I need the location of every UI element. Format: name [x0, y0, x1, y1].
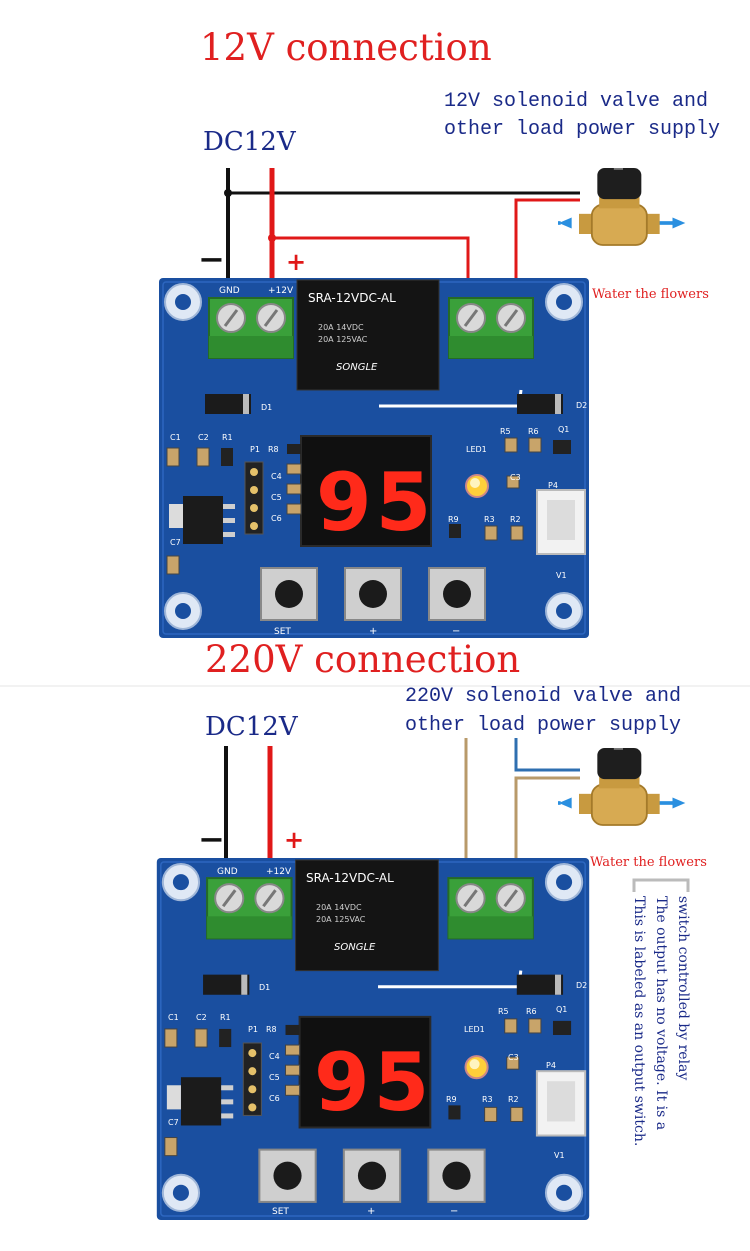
svg-text:R5: R5 [500, 427, 511, 436]
bottom-load-line1: 220V solenoid valve and [405, 685, 681, 708]
svg-text:P4: P4 [548, 481, 558, 490]
svg-text:C1: C1 [168, 1013, 179, 1022]
svg-text:V1: V1 [556, 571, 567, 580]
svg-text:+: + [367, 1206, 375, 1217]
svg-text:R2: R2 [508, 1095, 519, 1104]
svg-text:C7: C7 [168, 1118, 179, 1127]
top-board-labels: GND +12V SRA-12VDC-AL 20A 14VDC 20A 125V… [170, 286, 587, 637]
svg-text:C5: C5 [269, 1073, 280, 1082]
svg-text:D2: D2 [576, 401, 587, 410]
top-load-line2: other load power supply [444, 118, 720, 141]
svg-text:C1: C1 [170, 433, 181, 442]
top-title: 12V connection [200, 26, 492, 69]
svg-text:R6: R6 [528, 427, 539, 436]
svg-text:LED1: LED1 [466, 445, 487, 454]
svg-text:SRA-12VDC-AL: SRA-12VDC-AL [308, 291, 396, 305]
svg-text:R1: R1 [222, 433, 233, 442]
svg-text:R9: R9 [448, 515, 459, 524]
svg-text:R8: R8 [268, 445, 279, 454]
svg-text:+12V: +12V [266, 867, 292, 877]
svg-text:SRA-12VDC-AL: SRA-12VDC-AL [306, 871, 394, 885]
top-plus-sign: + [286, 247, 306, 276]
bottom-power-label: DC12V [205, 712, 299, 742]
svg-text:R5: R5 [498, 1007, 509, 1016]
top-minus-sign: − [198, 240, 225, 278]
svg-text:R9: R9 [446, 1095, 457, 1104]
svg-text:C6: C6 [269, 1094, 280, 1103]
svg-text:V1: V1 [554, 1151, 565, 1160]
bottom-title: 220V connection [205, 638, 520, 681]
svg-text:D1: D1 [261, 403, 272, 412]
svg-text:C2: C2 [196, 1013, 207, 1022]
svg-text:SET: SET [274, 627, 291, 637]
svg-text:C7: C7 [170, 538, 181, 547]
bottom-seven-segment-display: 95 [314, 1036, 433, 1129]
svg-text:D2: D2 [576, 981, 587, 990]
svg-text:20A 14VDC: 20A 14VDC [318, 323, 364, 332]
svg-text:C4: C4 [271, 472, 282, 481]
bottom-solenoid-valve [558, 748, 687, 826]
note-bracket [632, 878, 690, 892]
top-water-label: Water the flowers [592, 287, 709, 302]
svg-text:LED1: LED1 [464, 1025, 485, 1034]
svg-text:C6: C6 [271, 514, 282, 523]
bottom-minus-sign: − [198, 820, 225, 858]
svg-text:20A 125VAC: 20A 125VAC [316, 915, 366, 924]
svg-text:Q1: Q1 [558, 425, 569, 434]
bottom-load-line2: other load power supply [405, 714, 681, 737]
svg-text:C4: C4 [269, 1052, 280, 1061]
note-line-2: The output has no voltage. It is a [653, 896, 669, 1131]
svg-text:SET: SET [272, 1207, 289, 1217]
bottom-board-labels: GND +12V SRA-12VDC-AL 20A 14VDC 20A 125V… [168, 867, 587, 1217]
svg-text:R8: R8 [266, 1025, 277, 1034]
svg-text:P4: P4 [546, 1061, 556, 1070]
bottom-plus-sign: + [284, 825, 304, 854]
top-power-label: DC12V [203, 127, 297, 157]
svg-text:R2: R2 [510, 515, 521, 524]
svg-text:R3: R3 [482, 1095, 493, 1104]
bottom-water-label: Water the flowers [590, 855, 707, 870]
note-line-3: switch controlled by relay [675, 896, 691, 1081]
top-seven-segment-display: 95 [316, 456, 435, 549]
svg-text:C5: C5 [271, 493, 282, 502]
svg-text:P1: P1 [248, 1025, 258, 1034]
svg-text:R6: R6 [526, 1007, 537, 1016]
svg-text:R3: R3 [484, 515, 495, 524]
svg-text:−: − [452, 626, 460, 637]
note-line-1: This is labeled as an output switch. [631, 896, 647, 1147]
svg-text:P1: P1 [250, 445, 260, 454]
svg-text:20A 14VDC: 20A 14VDC [316, 903, 362, 912]
svg-text:GND: GND [219, 286, 240, 296]
svg-text:SONGLE: SONGLE [336, 362, 378, 373]
svg-text:C2: C2 [198, 433, 209, 442]
top-load-line1: 12V solenoid valve and [444, 90, 708, 113]
svg-text:C3: C3 [510, 473, 521, 482]
svg-text:D1: D1 [259, 983, 270, 992]
svg-text:+12V: +12V [268, 286, 294, 296]
svg-text:SONGLE: SONGLE [334, 942, 376, 953]
svg-text:GND: GND [217, 867, 238, 877]
top-solenoid-valve [558, 168, 687, 246]
svg-text:R1: R1 [220, 1013, 231, 1022]
output-switch-note: switch controlled by relay The output ha… [628, 896, 694, 1246]
bottom-wires [224, 738, 580, 880]
svg-text:C3: C3 [508, 1053, 519, 1062]
svg-text:−: − [450, 1206, 458, 1217]
svg-text:+: + [369, 626, 377, 637]
svg-text:Q1: Q1 [556, 1005, 567, 1014]
svg-text:20A 125VAC: 20A 125VAC [318, 335, 368, 344]
